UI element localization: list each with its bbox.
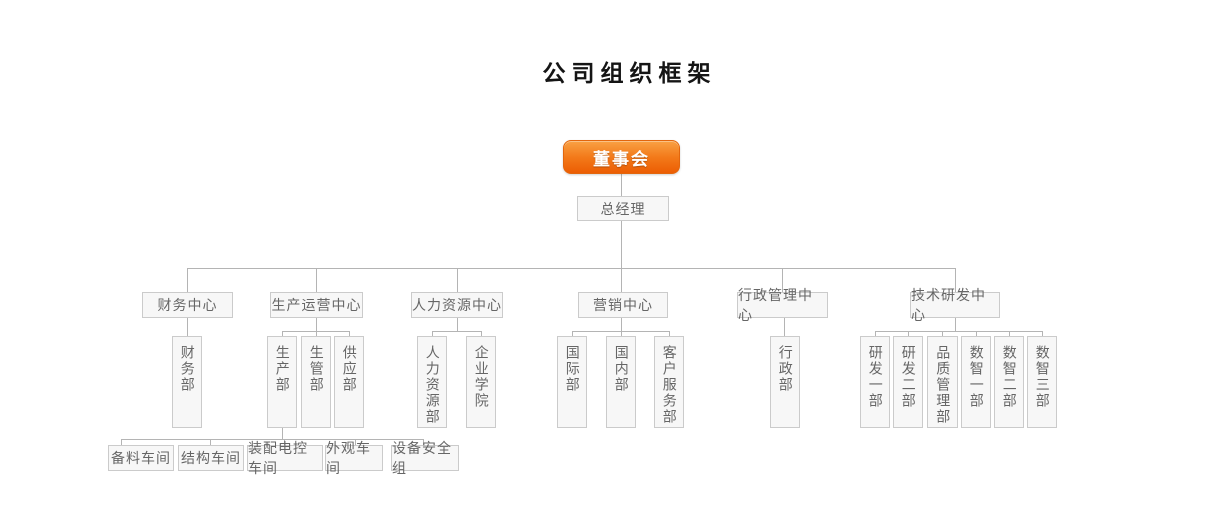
- node-finance-dept: 财务部: [172, 336, 202, 428]
- node-label: 财务部: [179, 345, 196, 393]
- node-production-dept: 生产部: [267, 336, 297, 428]
- node-label: 国内部: [613, 345, 630, 393]
- node-label: 国际部: [564, 345, 581, 393]
- connector: [621, 221, 622, 292]
- node-label: 备料车间: [111, 450, 171, 466]
- connector: [955, 318, 956, 331]
- node-admin-dept: 行政部: [770, 336, 800, 428]
- node-label: 生管部: [308, 345, 325, 393]
- node-label: 人力资源中心: [412, 297, 502, 313]
- connector: [432, 331, 482, 332]
- connector: [187, 268, 956, 269]
- connector: [784, 318, 785, 336]
- connector: [976, 331, 977, 336]
- connector: [210, 439, 211, 445]
- connector: [282, 331, 350, 332]
- node-label: 生产运营中心: [271, 297, 362, 313]
- node-label: 营销中心: [593, 297, 653, 313]
- node-material-prep-workshop: 备料车间: [108, 445, 174, 471]
- connector: [349, 331, 350, 336]
- node-label: 生产部: [274, 345, 291, 393]
- node-hr-center: 人力资源中心: [411, 292, 503, 318]
- node-label: 企业学院: [473, 345, 490, 409]
- node-label: 数智三部: [1034, 345, 1051, 409]
- node-label: 数智二部: [1001, 345, 1018, 409]
- node-label: 董事会: [593, 149, 650, 169]
- node-quality-management-dept: 品质管理部: [927, 336, 958, 428]
- connector: [121, 439, 122, 445]
- node-digital-intelligence-dept-2: 数智二部: [994, 336, 1024, 428]
- node-label: 人力资源部: [424, 345, 441, 425]
- connector: [621, 174, 622, 196]
- connector: [316, 268, 317, 292]
- node-equipment-safety-group: 设备安全组: [391, 440, 459, 476]
- node-label: 技术研发中心: [911, 287, 986, 323]
- node-label: 供应部: [341, 345, 358, 393]
- connector: [355, 439, 356, 445]
- connector: [282, 428, 283, 439]
- node-label: 研发二部: [900, 345, 917, 409]
- node-appearance-workshop: 外观车间: [325, 440, 383, 476]
- node-rd-dept-2: 研发二部: [893, 336, 923, 428]
- connector: [572, 331, 670, 332]
- node-label: 结构车间: [181, 450, 241, 466]
- node-international-dept: 国际部: [557, 336, 587, 428]
- node-rd-dept-1: 研发一部: [860, 336, 890, 428]
- node-label: 总经理: [600, 200, 646, 217]
- connector: [669, 331, 670, 336]
- node-label: 客户服务部: [661, 345, 678, 425]
- node-board-of-directors: 董事会: [563, 140, 680, 174]
- connector: [457, 318, 458, 331]
- connector: [481, 331, 482, 336]
- node-structure-workshop: 结构车间: [178, 445, 244, 471]
- node-admin-management-center: 行政管理中心: [737, 287, 828, 323]
- connector: [282, 331, 283, 336]
- node-label: 装配电控车间: [248, 440, 308, 476]
- node-hr-dept: 人力资源部: [417, 336, 447, 428]
- connector: [187, 318, 188, 336]
- connector: [942, 331, 943, 336]
- connector: [908, 331, 909, 336]
- node-marketing-center: 营销中心: [578, 292, 668, 318]
- connector: [1042, 331, 1043, 336]
- node-tech-rd-center: 技术研发中心: [910, 287, 1000, 323]
- node-label: 设备安全组: [392, 440, 452, 476]
- connector: [782, 268, 783, 292]
- connector: [423, 439, 424, 445]
- node-enterprise-academy: 企业学院: [466, 336, 496, 428]
- connector: [621, 318, 622, 336]
- node-label: 研发一部: [867, 345, 884, 409]
- connector: [187, 268, 188, 292]
- node-label: 品质管理部: [935, 345, 952, 425]
- connector: [284, 439, 285, 445]
- connector: [572, 331, 573, 336]
- connector: [875, 331, 876, 336]
- connector: [432, 331, 433, 336]
- connector: [1009, 331, 1010, 336]
- node-domestic-dept: 国内部: [606, 336, 636, 428]
- node-supply-dept: 供应部: [334, 336, 364, 428]
- connector: [955, 268, 956, 292]
- connector: [316, 318, 317, 336]
- node-production-control-dept: 生管部: [301, 336, 331, 428]
- node-customer-service-dept: 客户服务部: [654, 336, 684, 428]
- node-digital-intelligence-dept-1: 数智一部: [961, 336, 991, 428]
- node-label: 外观车间: [326, 440, 371, 476]
- connector: [457, 268, 458, 292]
- node-general-manager: 总经理: [577, 196, 669, 221]
- node-label: 行政管理中心: [738, 287, 813, 323]
- node-finance-center: 财务中心: [142, 292, 233, 318]
- chart-title: 公司组织框架: [542, 60, 717, 86]
- node-digital-intelligence-dept-3: 数智三部: [1027, 336, 1057, 428]
- node-label: 行政部: [777, 345, 794, 393]
- node-label: 数智一部: [968, 345, 985, 409]
- node-label: 财务中心: [157, 297, 218, 313]
- node-assembly-electric-control-workshop: 装配电控车间: [247, 440, 323, 476]
- connector: [121, 439, 424, 440]
- node-production-operations-center: 生产运营中心: [270, 292, 363, 318]
- connector: [875, 331, 1043, 332]
